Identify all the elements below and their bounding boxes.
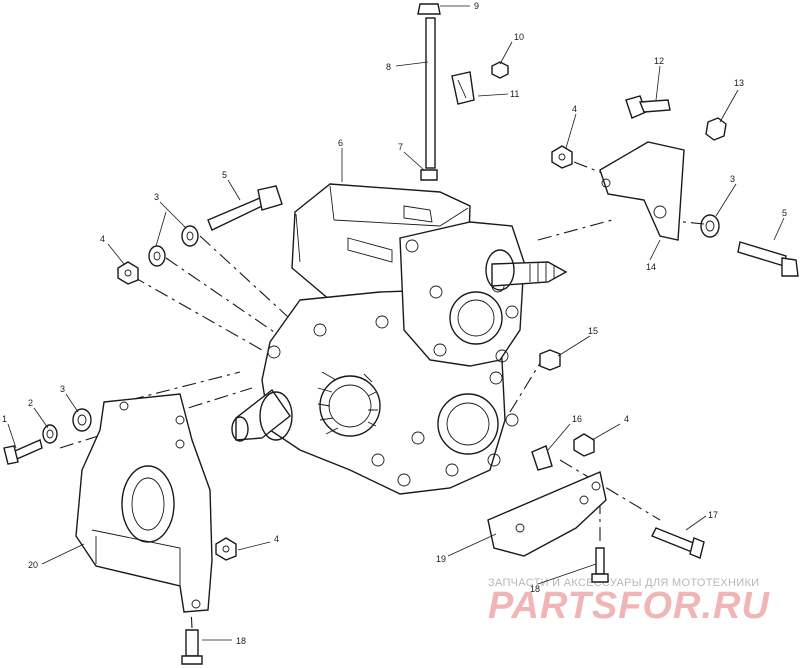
callout-20: 20: [28, 560, 38, 570]
bracket-bracket-hardware: [3, 61, 799, 665]
callout-3-lower-left: 3: [60, 384, 65, 394]
mount-bracket-left: [75, 393, 213, 613]
callout-7: 7: [398, 142, 403, 152]
watermark: ЗАПЧАСТИ И АКСЕССУАРЫ ДЛЯ МОТОТЕХНИКИ PA…: [488, 577, 770, 627]
callout-18-bottom: 18: [236, 636, 246, 646]
callout-12: 12: [654, 56, 664, 66]
callout-4-right: 4: [624, 414, 629, 424]
callout-10: 10: [514, 32, 524, 42]
callout-numbers: 1 2 3 3 3 4 4 4 4 5 5 6 7 8 9 10 11 12 1…: [2, 1, 787, 646]
callout-3-right: 3: [730, 174, 735, 184]
callout-1: 1: [2, 414, 7, 424]
callout-15: 15: [588, 326, 598, 336]
shift-rod-assembly: [417, 3, 441, 181]
callout-18-right: 18: [530, 584, 540, 594]
watermark-brand: PARTSFOR.RU: [488, 585, 770, 627]
callout-5-left: 5: [222, 170, 227, 180]
callout-4-top: 4: [572, 104, 577, 114]
callout-2: 2: [28, 398, 33, 408]
callout-5-right: 5: [782, 208, 787, 218]
callout-6: 6: [338, 138, 343, 148]
leader-lines: [7, 5, 785, 641]
callout-8: 8: [386, 62, 391, 72]
callout-4-left: 4: [100, 234, 105, 244]
callout-9: 9: [474, 1, 479, 11]
callout-3-upper-left: 3: [154, 192, 159, 202]
callout-14: 14: [646, 262, 656, 272]
callout-17: 17: [708, 510, 718, 520]
callout-13: 13: [734, 78, 744, 88]
watermark-tagline: ЗАПЧАСТИ И АКСЕССУАРЫ ДЛЯ МОТОТЕХНИКИ: [488, 577, 759, 589]
callout-4-bottom: 4: [274, 534, 279, 544]
callout-11: 11: [510, 89, 519, 99]
transmission-housing: [231, 183, 568, 495]
callout-16: 16: [572, 414, 582, 424]
callout-19: 19: [436, 554, 446, 564]
